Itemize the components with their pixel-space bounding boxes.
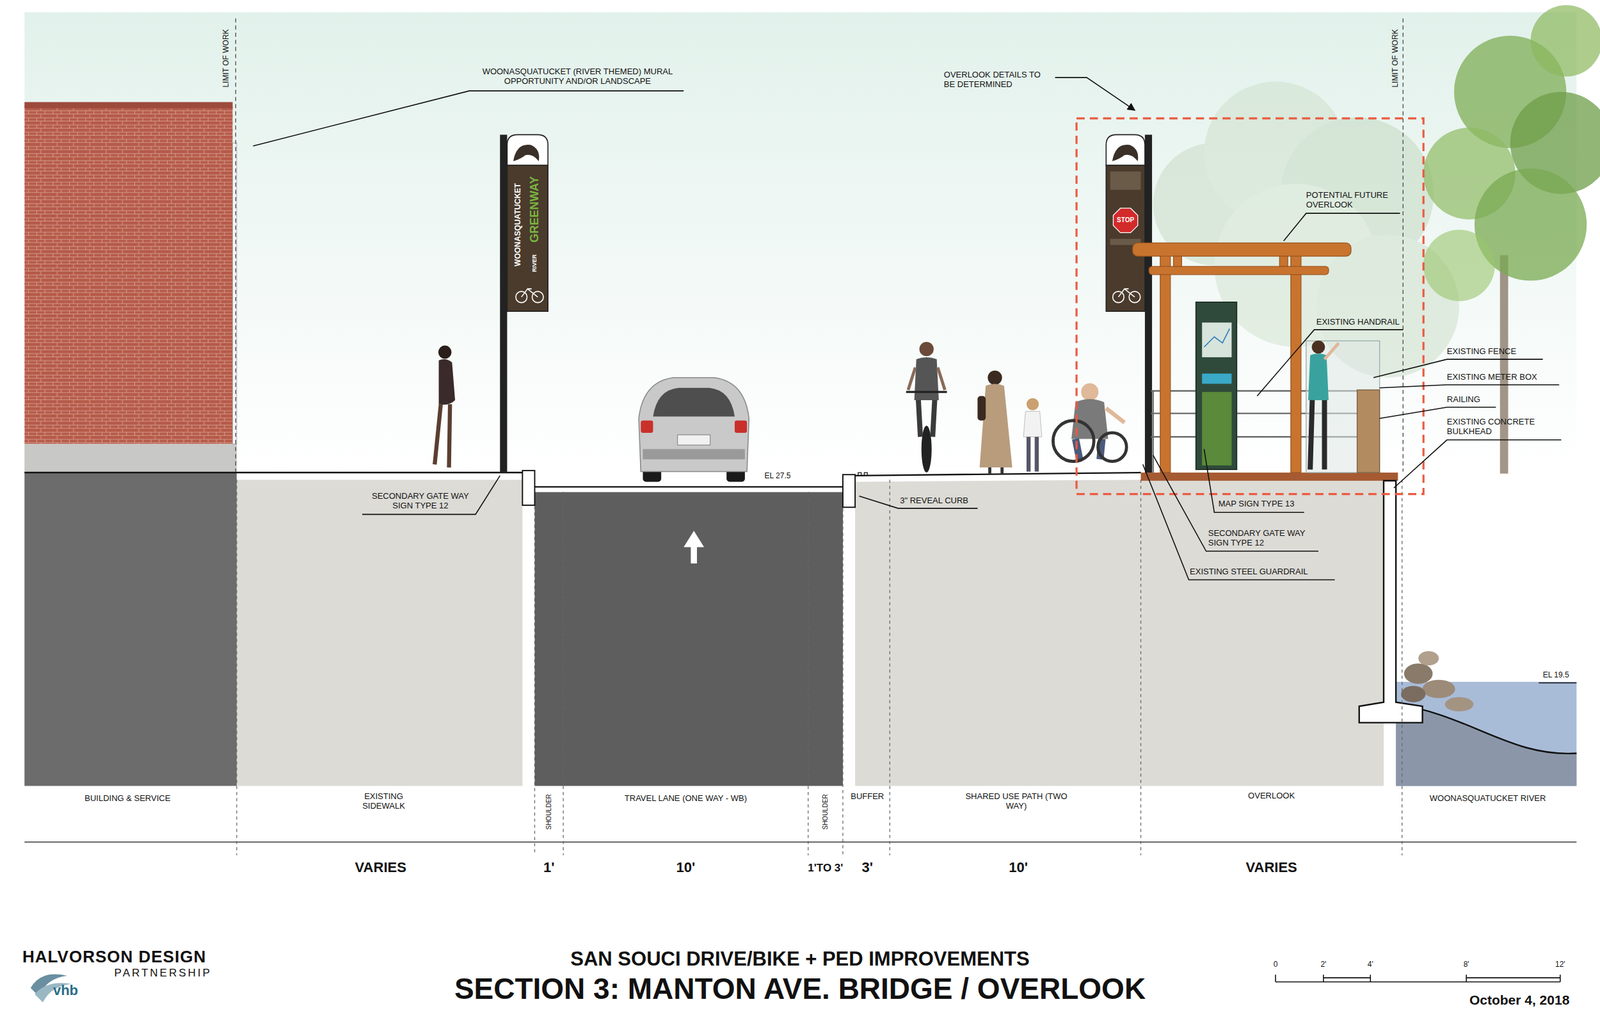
callout-label: POTENTIAL FUTURE OVERLOOK <box>1306 190 1414 210</box>
limit-label: LIMIT OF WORK <box>222 28 232 88</box>
zone-label: WOONASQUATUCKET RIVER <box>1429 793 1547 804</box>
lane-arrow <box>683 530 704 564</box>
overlook-cut <box>1141 479 1384 786</box>
logo-text: vhb <box>53 981 79 998</box>
title: SECTION 3: MANTON AVE. BRIDGE / OVERLOOK <box>454 971 1146 1006</box>
rocks <box>1400 650 1474 712</box>
gateway-sign <box>1105 134 1152 473</box>
overlook-boundary <box>1076 118 1424 495</box>
callout-label: EXISTING METER BOX <box>1447 372 1538 383</box>
limit-of-work-lines <box>235 18 1403 472</box>
brick-building <box>24 106 233 445</box>
limit-label: LIMIT OF WORK <box>1391 28 1401 88</box>
firm-name: HALVORSON DESIGN <box>22 947 207 967</box>
sky <box>24 12 1577 474</box>
callout-label: MAP SIGN TYPE 13 <box>1218 499 1295 509</box>
road-cut <box>534 491 843 786</box>
wood-railing-post <box>1357 389 1380 473</box>
tree <box>1423 5 1600 474</box>
curb <box>522 470 535 505</box>
curb <box>842 474 856 507</box>
subtitle: SAN SOUCI DRIVE/BIKE + PED IMPROVEMENTS <box>570 947 1030 971</box>
zone-label: BUILDING & SERVICE <box>84 793 171 804</box>
dimension: VARIES <box>355 858 407 875</box>
firm-name: PARTNERSHIP <box>114 966 212 980</box>
child <box>1023 398 1042 472</box>
scale-number: 12' <box>1555 960 1566 969</box>
zone-label: BUFFER <box>850 791 884 802</box>
zone-label: OVERLOOK <box>1248 791 1295 801</box>
callout-label: 3" REVEAL CURB <box>899 496 969 506</box>
zone-label: EXISTING SIDEWALK <box>351 791 416 811</box>
zone-label: SHOULDER <box>821 793 830 830</box>
zone-label: TRAVEL LANE (ONE WAY - WB) <box>624 793 747 804</box>
scale-number: 4' <box>1367 960 1374 969</box>
elevation-label: EL 27.5 <box>764 471 791 481</box>
callout-label: SECONDARY GATE WAY SIGN TYPE 12 <box>1208 528 1325 548</box>
sign-text: WOONASQUATUCKET <box>513 183 523 267</box>
dimension: VARIES <box>1245 858 1297 875</box>
dimension: 10' <box>1008 858 1028 875</box>
sign-text: RIVER <box>531 254 538 273</box>
car <box>638 377 749 482</box>
column-dividers <box>236 479 1403 856</box>
pedestrian <box>1308 340 1339 470</box>
overlook-deck <box>1141 472 1399 481</box>
map-sign <box>1196 302 1238 470</box>
gateway-sign <box>499 134 548 473</box>
sidewalk-cut <box>236 479 523 786</box>
overlook-gate <box>1132 242 1352 473</box>
scale-bar <box>1275 974 1561 982</box>
sign-text: STOP <box>1116 216 1135 225</box>
zone-label: SHARED USE PATH (TWO WAY) <box>965 791 1068 811</box>
meter-box <box>1306 340 1380 473</box>
path-cut <box>855 479 1141 786</box>
callout-label: EXISTING STEEL GUARDRAIL <box>1189 567 1308 577</box>
dimension: 10' <box>676 858 696 875</box>
concrete-bulkhead <box>1359 480 1423 723</box>
river-water <box>1395 681 1577 786</box>
callout-label: EXISTING HANDRAIL <box>1316 317 1400 328</box>
scale-number: 8' <box>1463 960 1470 969</box>
callout-label: OVERLOOK DETAILS TO BE DETERMINED <box>944 70 1052 90</box>
dimension: 1' <box>543 858 555 875</box>
callout-label: EXISTING FENCE <box>1447 346 1517 357</box>
pedestrian <box>977 370 1012 474</box>
dimension: 1'TO 3' <box>807 861 843 875</box>
wheelchair-user <box>1052 383 1127 462</box>
building-service-cut <box>24 472 237 786</box>
leader-lines <box>252 77 1577 683</box>
pedestrian <box>434 345 456 468</box>
elevation-label: EL 19.5 <box>1543 670 1570 680</box>
scale-number: 2' <box>1320 960 1327 969</box>
callout-label: SECONDARY GATE WAY SIGN TYPE 12 <box>362 491 479 511</box>
date: October 4, 2018 <box>1469 992 1570 1008</box>
scale-number: 0 <box>1273 960 1279 969</box>
dimension: 3' <box>861 858 873 875</box>
sign-text: GREENWAY <box>528 176 542 242</box>
callout-label: WOONASQUATUCKET (RIVER THEMED) MURAL OPP… <box>462 67 693 87</box>
cyclist <box>906 341 948 473</box>
callout-label: RAILING <box>1447 394 1481 405</box>
callout-label: EXISTING CONCRETE BULKHEAD <box>1447 417 1561 437</box>
zone-label: SHOULDER <box>545 793 553 830</box>
